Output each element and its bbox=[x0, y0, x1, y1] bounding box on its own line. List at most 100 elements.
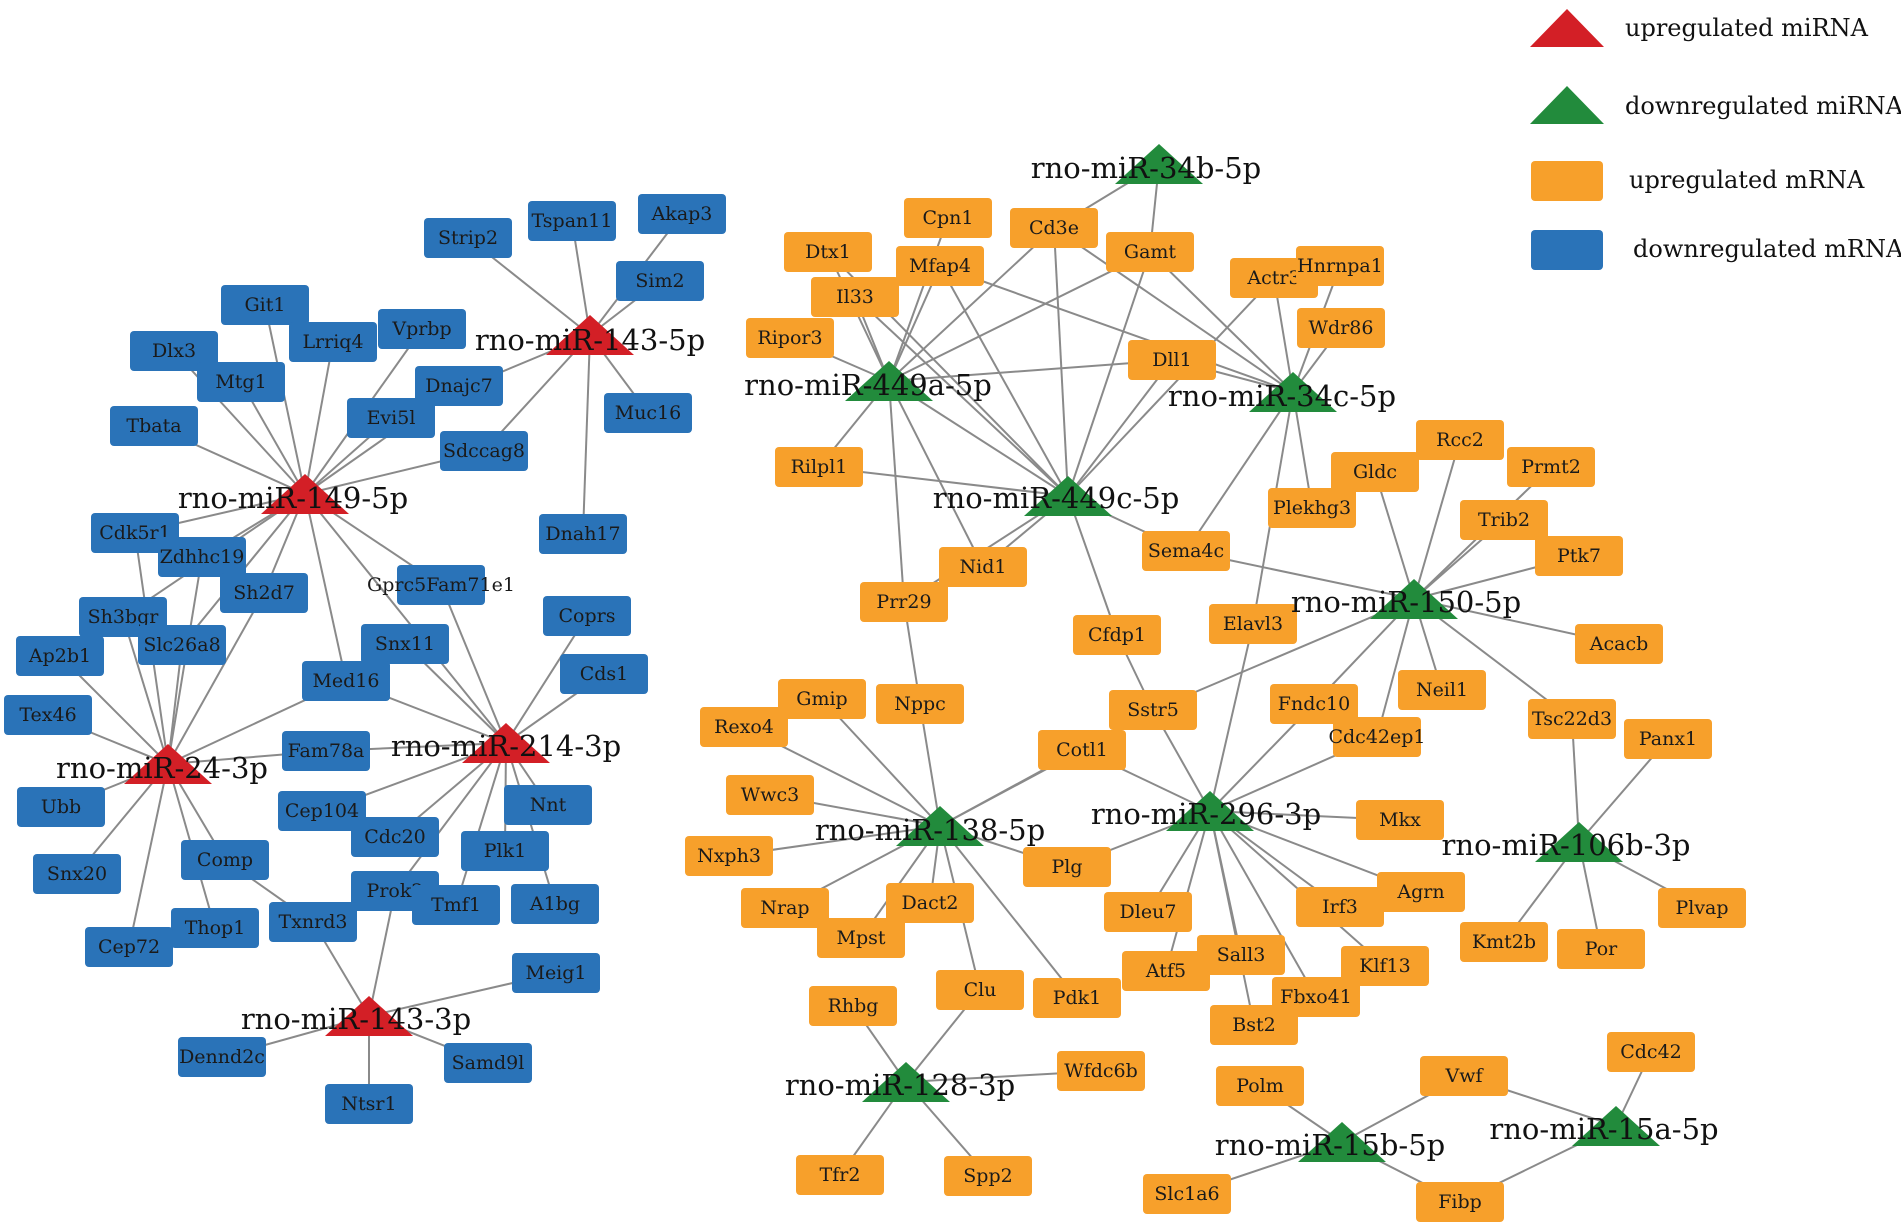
mrna-node-plvap[interactable]: Plvap bbox=[1658, 888, 1746, 928]
mrna-node-prmt2[interactable]: Prmt2 bbox=[1507, 447, 1595, 487]
mrna-node-ubb[interactable]: Ubb bbox=[17, 787, 105, 827]
mrna-node-spp2[interactable]: Spp2 bbox=[944, 1156, 1032, 1196]
mrna-node-hnrnpa1[interactable]: Hnrnpa1 bbox=[1296, 246, 1384, 286]
mrna-node-comp[interactable]: Comp bbox=[181, 840, 269, 880]
mrna-node-sema4c[interactable]: Sema4c bbox=[1142, 531, 1230, 571]
mrna-node-tmf1[interactable]: Tmf1 bbox=[412, 885, 500, 925]
mrna-node-dact2[interactable]: Dact2 bbox=[886, 883, 974, 923]
mrna-node-vprbp[interactable]: Vprbp bbox=[378, 309, 466, 349]
mrna-node-por[interactable]: Por bbox=[1557, 929, 1645, 969]
mrna-node-slc26a8[interactable]: Slc26a8 bbox=[138, 625, 226, 665]
mrna-node-klf13[interactable]: Klf13 bbox=[1341, 946, 1429, 986]
mrna-node-nid1[interactable]: Nid1 bbox=[939, 547, 1027, 587]
mrna-node-evi5l[interactable]: Evi5l bbox=[347, 398, 435, 438]
mrna-node-rcc2[interactable]: Rcc2 bbox=[1416, 420, 1504, 460]
mrna-node-wfdc6b[interactable]: Wfdc6b bbox=[1057, 1051, 1145, 1091]
mrna-node-cdc42ep1[interactable]: Cdc42ep1 bbox=[1328, 717, 1426, 757]
mrna-node-lrriq4[interactable]: Lrriq4 bbox=[289, 322, 377, 362]
mrna-node-sall3[interactable]: Sall3 bbox=[1197, 935, 1285, 975]
mrna-node-cep72[interactable]: Cep72 bbox=[85, 927, 173, 967]
mrna-node-irf3[interactable]: Irf3 bbox=[1296, 887, 1384, 927]
mirna-node-m15b-5p[interactable]: rno-miR-15b-5p bbox=[1215, 1122, 1446, 1162]
mrna-node-rexo4[interactable]: Rexo4 bbox=[700, 707, 788, 747]
mirna-node-m449a-5p[interactable]: rno-miR-449a-5p bbox=[744, 361, 992, 402]
mrna-node-mpst[interactable]: Mpst bbox=[817, 918, 905, 958]
mirna-node-m24-3p[interactable]: rno-miR-24-3p bbox=[56, 744, 268, 785]
mrna-node-polm[interactable]: Polm bbox=[1216, 1066, 1304, 1106]
mrna-node-clu[interactable]: Clu bbox=[936, 970, 1024, 1010]
mirna-node-m214-3p[interactable]: rno-miR-214-3p bbox=[391, 723, 621, 763]
mirna-node-m128-3p[interactable]: rno-miR-128-3p bbox=[785, 1062, 1015, 1102]
mrna-node-vwf[interactable]: Vwf bbox=[1420, 1056, 1508, 1096]
mrna-node-tbata[interactable]: Tbata bbox=[110, 406, 198, 446]
mrna-node-tfr2[interactable]: Tfr2 bbox=[796, 1155, 884, 1195]
mrna-node-snx11[interactable]: Snx11 bbox=[361, 624, 449, 664]
mrna-node-plk1[interactable]: Plk1 bbox=[461, 831, 549, 871]
mrna-node-dtx1[interactable]: Dtx1 bbox=[784, 232, 872, 272]
mrna-node-sh2d7[interactable]: Sh2d7 bbox=[220, 573, 308, 613]
mrna-node-sstr5[interactable]: Sstr5 bbox=[1109, 690, 1197, 730]
mrna-node-cdc20[interactable]: Cdc20 bbox=[351, 817, 439, 857]
mrna-node-cfdp1[interactable]: Cfdp1 bbox=[1073, 615, 1161, 655]
mrna-node-ripor3[interactable]: Ripor3 bbox=[746, 318, 834, 358]
mrna-node-atf5[interactable]: Atf5 bbox=[1122, 951, 1210, 991]
mrna-node-cpn1[interactable]: Cpn1 bbox=[904, 198, 992, 238]
mrna-node-samd9l[interactable]: Samd9l bbox=[444, 1043, 532, 1083]
mrna-node-dll1[interactable]: Dll1 bbox=[1128, 340, 1216, 380]
mrna-node-slc1a6[interactable]: Slc1a6 bbox=[1143, 1174, 1231, 1214]
mrna-node-tspan11[interactable]: Tspan11 bbox=[528, 201, 616, 241]
mrna-node-elavl3[interactable]: Elavl3 bbox=[1209, 604, 1297, 644]
mrna-node-mtg1[interactable]: Mtg1 bbox=[197, 362, 285, 402]
mirna-node-m34b-5p[interactable]: rno-miR-34b-5p bbox=[1031, 144, 1262, 185]
mrna-node-rhbg[interactable]: Rhbg bbox=[809, 986, 897, 1026]
mrna-node-cep104[interactable]: Cep104 bbox=[278, 791, 366, 831]
mrna-node-plg[interactable]: Plg bbox=[1023, 847, 1111, 887]
mrna-node-mfap4[interactable]: Mfap4 bbox=[896, 246, 984, 286]
mrna-node-git1[interactable]: Git1 bbox=[221, 285, 309, 325]
mrna-node-nnt[interactable]: Nnt bbox=[504, 785, 592, 825]
mrna-node-tex46[interactable]: Tex46 bbox=[4, 695, 92, 735]
mirna-node-m150-5p[interactable]: rno-miR-150-5p bbox=[1291, 579, 1521, 619]
mirna-node-m296-3p[interactable]: rno-miR-296-3p bbox=[1091, 791, 1321, 831]
mirna-node-m15a-5p[interactable]: rno-miR-15a-5p bbox=[1489, 1106, 1719, 1146]
mrna-node-plekhg3[interactable]: Plekhg3 bbox=[1268, 488, 1356, 528]
mirna-node-m449c-5p[interactable]: rno-miR-449c-5p bbox=[933, 476, 1180, 516]
mrna-node-prr29[interactable]: Prr29 bbox=[860, 582, 948, 622]
mrna-node-cotl1[interactable]: Cotl1 bbox=[1038, 730, 1126, 770]
mirna-node-m149-5p[interactable]: rno-miR-149-5p bbox=[178, 474, 408, 515]
mrna-node-rilpl1[interactable]: Rilpl1 bbox=[775, 447, 863, 487]
mrna-node-nppc[interactable]: Nppc bbox=[876, 684, 964, 724]
mirna-node-m143-5p[interactable]: rno-miR-143-5p bbox=[475, 315, 705, 357]
mrna-node-coprs[interactable]: Coprs bbox=[543, 596, 631, 636]
mirna-node-m34c-5p[interactable]: rno-miR-34c-5p bbox=[1168, 372, 1396, 413]
mrna-node-snx20[interactable]: Snx20 bbox=[33, 854, 121, 894]
mrna-node-akap3[interactable]: Akap3 bbox=[638, 194, 726, 234]
mrna-node-cdc42[interactable]: Cdc42 bbox=[1607, 1032, 1695, 1072]
mrna-node-tsc22d3[interactable]: Tsc22d3 bbox=[1528, 699, 1616, 739]
mrna-node-sdccag8[interactable]: Sdccag8 bbox=[440, 431, 528, 471]
mrna-node-muc16[interactable]: Muc16 bbox=[604, 393, 692, 433]
mirna-node-m106b-3p[interactable]: rno-miR-106b-3p bbox=[1442, 822, 1691, 862]
mrna-node-ptk7[interactable]: Ptk7 bbox=[1535, 536, 1623, 576]
mrna-node-fndc10[interactable]: Fndc10 bbox=[1270, 684, 1358, 724]
mrna-node-panx1[interactable]: Panx1 bbox=[1624, 719, 1712, 759]
mrna-node-dnajc7[interactable]: Dnajc7 bbox=[415, 366, 503, 406]
mrna-node-gmip[interactable]: Gmip bbox=[778, 679, 866, 719]
mrna-node-neil1[interactable]: Neil1 bbox=[1398, 670, 1486, 710]
mrna-node-mkx[interactable]: Mkx bbox=[1356, 800, 1444, 840]
mrna-node-acacb[interactable]: Acacb bbox=[1575, 624, 1663, 664]
mrna-node-meig1[interactable]: Meig1 bbox=[512, 953, 600, 993]
mrna-node-cds1[interactable]: Cds1 bbox=[560, 654, 648, 694]
mrna-node-cdk5r1[interactable]: Cdk5r1 bbox=[91, 513, 179, 553]
mrna-node-bst2[interactable]: Bst2 bbox=[1210, 1005, 1298, 1045]
mrna-node-cd3e[interactable]: Cd3e bbox=[1010, 208, 1098, 248]
mrna-node-il33[interactable]: Il33 bbox=[811, 277, 899, 317]
mrna-node-nxph3[interactable]: Nxph3 bbox=[685, 836, 773, 876]
mrna-node-gamt[interactable]: Gamt bbox=[1106, 232, 1194, 272]
mrna-node-agrn[interactable]: Agrn bbox=[1377, 872, 1465, 912]
mrna-node-kmt2b[interactable]: Kmt2b bbox=[1460, 922, 1548, 962]
mrna-node-dnah17[interactable]: Dnah17 bbox=[539, 514, 627, 554]
mrna-node-pdk1[interactable]: Pdk1 bbox=[1033, 978, 1121, 1018]
mrna-node-txnrd3[interactable]: Txnrd3 bbox=[269, 902, 357, 942]
mirna-node-m138-5p[interactable]: rno-miR-138-5p bbox=[815, 806, 1045, 847]
